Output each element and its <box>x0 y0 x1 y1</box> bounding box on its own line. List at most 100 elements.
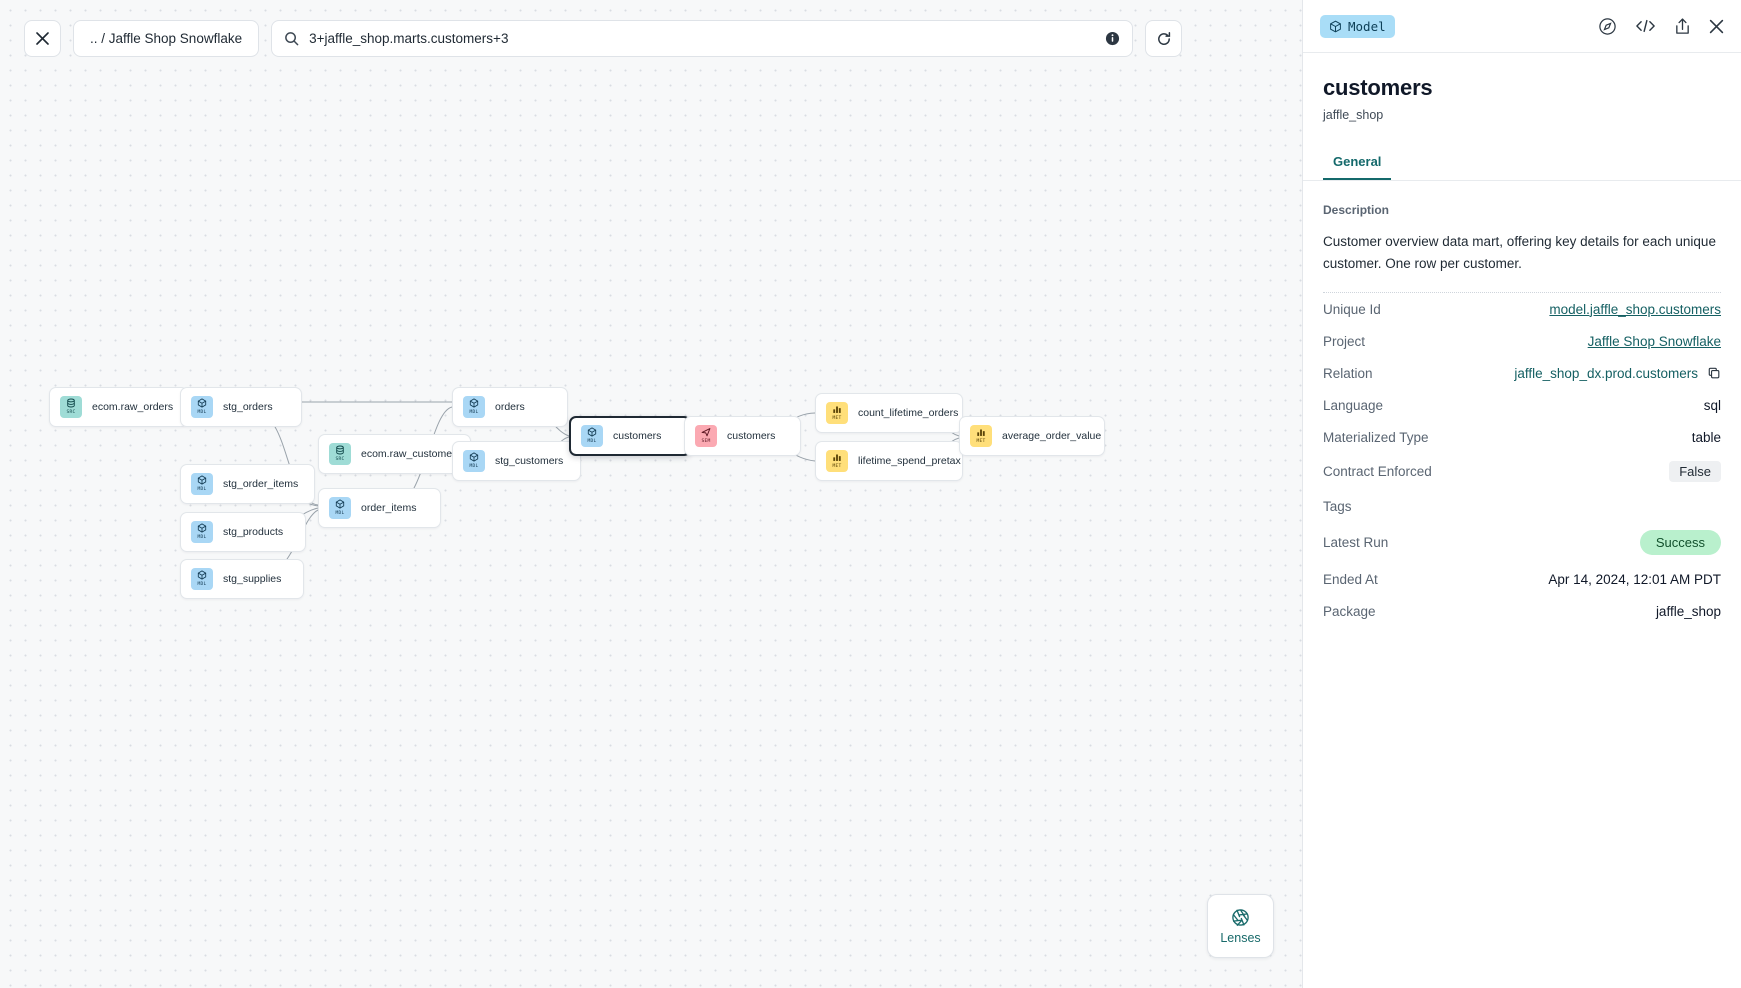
lenses-label: Lenses <box>1220 930 1261 945</box>
met-type-icon: MET <box>970 425 992 447</box>
share-icon <box>1676 17 1689 34</box>
description-text: Customer overview data mart, offering ke… <box>1323 234 1716 271</box>
panel-header: Model <box>1303 0 1741 53</box>
code-button[interactable] <box>1635 18 1656 34</box>
dag-node-label: lifetime_spend_pretax <box>858 455 961 467</box>
close-icon <box>1709 19 1724 33</box>
dag-node-stg_products[interactable]: MDL stg_products <box>180 512 306 552</box>
detail-key: Unique Id <box>1323 301 1381 317</box>
detail-key: Contract Enforced <box>1323 464 1432 479</box>
page-title: customers <box>1323 75 1433 100</box>
dag-node-stg_supplies[interactable]: MDL stg_supplies <box>180 559 304 599</box>
detail-row: Unique Id model.jaffle_shop.customers <box>1323 293 1721 325</box>
lineage-search[interactable] <box>271 20 1134 57</box>
aperture-icon <box>1232 908 1249 926</box>
dag-node-label: stg_order_items <box>223 478 299 490</box>
src-type-icon: SRC <box>329 443 351 465</box>
panel-tabs: General <box>1303 146 1741 181</box>
breadcrumb[interactable]: .. / Jaffle Shop Snowflake <box>73 20 260 57</box>
dag-node-label: order_items <box>361 502 417 514</box>
tab-general[interactable]: General <box>1323 146 1392 180</box>
detail-key: Tags <box>1323 498 1352 514</box>
dag-node-label: customers <box>613 430 662 442</box>
dag-node-customers_semantic[interactable]: SEM customers <box>684 416 801 456</box>
detail-key: Language <box>1323 397 1384 413</box>
detail-value-link[interactable]: Jaffle Shop Snowflake <box>1587 333 1721 349</box>
detail-row: Contract Enforced False <box>1323 453 1721 490</box>
panel-title-block: customers jaffle_shop <box>1303 53 1741 122</box>
detail-value-badge: False <box>1669 461 1721 482</box>
detail-key: Materialized Type <box>1323 429 1429 445</box>
mdl-type-icon: MDL <box>191 473 213 495</box>
panel-subtitle: jaffle_shop <box>1323 108 1384 122</box>
detail-row: Ended At Apr 14, 2024, 12:01 AM PDT <box>1323 563 1721 595</box>
dag-node-label: stg_customers <box>495 455 564 467</box>
info-icon <box>1106 31 1120 46</box>
close-icon <box>36 32 49 45</box>
dag-node-label: customers <box>727 430 776 442</box>
share-button[interactable] <box>1674 17 1691 36</box>
met-type-icon: MET <box>826 450 848 472</box>
resource-type-chip[interactable]: Model <box>1320 14 1395 38</box>
dag-node-average_order_value[interactable]: MET average_order_value <box>959 416 1105 456</box>
panel-header-actions <box>1598 17 1724 36</box>
sem-type-icon: SEM <box>695 425 717 447</box>
detail-value-link[interactable]: model.jaffle_shop.customers <box>1549 301 1721 317</box>
dag-node-stg_order_items[interactable]: MDL stg_order_items <box>180 464 315 504</box>
detail-value: jaffle_shop <box>1655 603 1721 619</box>
dag-node-orders[interactable]: MDL orders <box>452 387 568 427</box>
explore-button[interactable] <box>1598 17 1617 36</box>
dag-node-ecom_raw_customers[interactable]: SRC ecom.raw_customers <box>318 434 471 474</box>
canvas-toolbar: .. / Jaffle Shop Snowflake <box>24 20 1183 57</box>
search-input[interactable] <box>309 31 1096 46</box>
details-panel: Model <box>1302 0 1741 988</box>
mdl-type-icon: MDL <box>191 396 213 418</box>
dag-node-order_items[interactable]: MDL order_items <box>318 488 441 528</box>
detail-value: table <box>1691 429 1721 445</box>
detail-key: Ended At <box>1323 571 1378 587</box>
copy-relation-button[interactable] <box>1707 366 1721 380</box>
code-icon <box>1636 19 1655 33</box>
description-label: Description <box>1323 203 1390 217</box>
dag-node-label: ecom.raw_orders <box>92 401 174 413</box>
copy-icon <box>1708 367 1720 379</box>
dag-node-label: orders <box>495 401 525 413</box>
panel-body: Description Customer overview data mart,… <box>1303 181 1741 988</box>
detail-row: Materialized Type table <box>1323 421 1721 453</box>
dag-node-label: stg_orders <box>223 401 273 413</box>
divider <box>1323 292 1721 293</box>
resource-type-label: Model <box>1348 18 1386 34</box>
mdl-type-icon: MDL <box>191 521 213 543</box>
dag-node-label: count_lifetime_orders <box>858 407 959 419</box>
close-panel-button[interactable] <box>1709 19 1724 34</box>
detail-key: Latest Run <box>1323 535 1389 550</box>
detail-key: Project <box>1323 333 1366 349</box>
detail-value-link[interactable]: jaffle_shop_dx.prod.customers <box>1514 365 1698 381</box>
detail-value: Apr 14, 2024, 12:01 AM PDT <box>1548 571 1721 587</box>
info-button[interactable] <box>1105 31 1120 46</box>
dag-node-label: stg_supplies <box>223 573 282 585</box>
dag-node-label: stg_products <box>223 526 284 538</box>
mdl-type-icon: MDL <box>463 396 485 418</box>
search-icon <box>285 32 299 46</box>
src-type-icon: SRC <box>60 396 82 418</box>
lenses-button[interactable]: Lenses <box>1207 894 1274 958</box>
dag-node-ecom_raw_orders[interactable]: SRC ecom.raw_orders <box>49 387 188 427</box>
dag-node-lifetime_spend_pretax[interactable]: MET lifetime_spend_pretax <box>815 441 963 481</box>
detail-row: Tags <box>1323 490 1721 522</box>
dag-node-label: ecom.raw_customers <box>361 448 461 460</box>
mdl-type-icon: MDL <box>191 568 213 590</box>
mdl-type-icon: MDL <box>329 497 351 519</box>
dag-node-stg_orders[interactable]: MDL stg_orders <box>180 387 302 427</box>
dag-node-label: average_order_value <box>1002 430 1102 442</box>
close-lineage-button[interactable] <box>24 20 61 57</box>
refresh-button[interactable] <box>1145 20 1183 57</box>
